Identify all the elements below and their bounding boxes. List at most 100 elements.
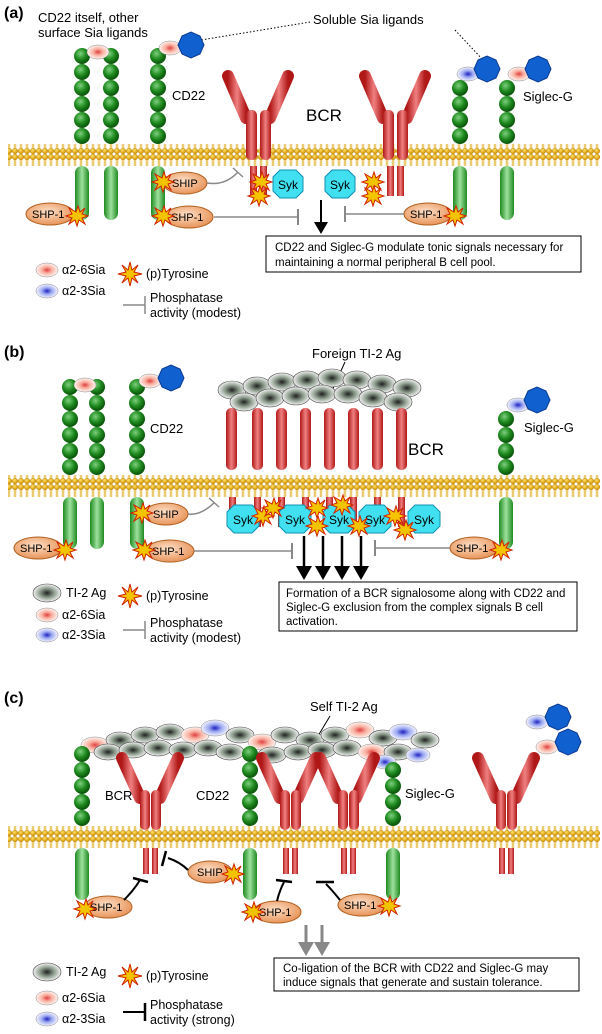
phosphotyrosine-star xyxy=(72,862,402,924)
shp1-label: SHP-1 xyxy=(410,209,442,221)
legend-tyrosine-label: (p)Tyrosine xyxy=(146,969,209,983)
bcr-label: BCR xyxy=(306,106,342,125)
syk-label: Syk xyxy=(365,513,386,527)
legend-tyrosine-label: (p)Tyrosine xyxy=(146,589,209,603)
legend-activity-label: activity (modest) xyxy=(150,306,241,320)
legend-tyrosine-icon xyxy=(117,583,143,609)
legend-ti2-swatch xyxy=(32,962,62,982)
siglec-g-molecule xyxy=(385,762,401,900)
legend-ti2-label: TI-2 Ag xyxy=(66,586,106,600)
inhibition-line xyxy=(123,879,141,901)
soluble-ligand-octagon xyxy=(544,703,572,731)
shp1-label: SHP-1 xyxy=(152,546,184,558)
legend-activity-label: activity (strong) xyxy=(150,1013,235,1027)
inhibition-line xyxy=(167,857,189,871)
syk-label: Syk xyxy=(330,178,351,192)
cell-membrane xyxy=(8,475,600,497)
bcr-receptor xyxy=(359,70,431,196)
signal-arrow-head xyxy=(314,222,328,234)
ship-label: SHIP xyxy=(172,178,198,190)
legend-a23-label: α2-3Sia xyxy=(62,284,105,298)
legend-a23-swatch xyxy=(35,627,59,643)
a26sia-ligand xyxy=(73,377,97,393)
summary-line-2: maintaining a normal peripheral B cell p… xyxy=(275,257,496,269)
bcr-receptor xyxy=(256,752,322,874)
panel-c: (c) Self TI-2 Ag xyxy=(4,690,600,1027)
legend-activity-label: activity (modest) xyxy=(150,631,241,645)
cd22-molecule xyxy=(62,379,145,549)
legend-phosphatase-label: Phosphatase xyxy=(150,998,223,1012)
cd22-label: CD22 xyxy=(150,421,183,436)
cd22-itself-label: CD22 itself, other xyxy=(38,10,139,25)
inhibition-bar xyxy=(275,878,293,884)
inhibition-bar xyxy=(232,167,244,178)
ti2-antigen-cluster xyxy=(217,368,422,412)
siglec-g-label: Siglec-G xyxy=(405,786,455,801)
siglec-g-label: Siglec-G xyxy=(524,420,574,435)
legend-a26-label: α2-6Sia xyxy=(62,263,105,277)
bcr-receptor xyxy=(314,752,380,874)
legend-a26-label: α2-6Sia xyxy=(62,991,105,1005)
panel-b: (b) Foreign TI-2 Ag CD22 xyxy=(4,344,600,645)
shp1-label: SHP-1 xyxy=(90,902,122,914)
a26sia-ligand xyxy=(158,40,182,56)
panel-a: (a) CD22 itself, other surface Sia ligan… xyxy=(4,5,600,320)
legend-a23-swatch xyxy=(35,1011,59,1027)
bcr-receptor xyxy=(472,752,540,874)
shp1-label: SHP-1 xyxy=(20,543,52,555)
soluble-sia-label: Soluble Sia ligands xyxy=(313,12,424,27)
cd22-label: CD22 xyxy=(172,88,205,103)
syk-label: Syk xyxy=(414,513,435,527)
summary-line-2: Siglec-G exclusion from the complex sign… xyxy=(286,602,543,614)
inhibition-bar xyxy=(208,497,220,508)
legend-a23-label: α2-3Sia xyxy=(62,628,105,642)
summary-box xyxy=(278,581,578,632)
self-ti2-antigen-layer xyxy=(80,719,440,770)
inhibition-line xyxy=(206,171,239,185)
summary-line-1: CD22 and Siglec-G modulate tonic signals… xyxy=(275,242,563,254)
cell-membrane xyxy=(8,144,600,166)
siglec-g-molecule xyxy=(498,411,514,549)
inhibition-bar xyxy=(132,876,149,884)
panel-c-label: (c) xyxy=(4,690,24,707)
phosphotyrosine-star xyxy=(64,170,468,228)
self-pointer-line xyxy=(317,715,331,737)
syk-kinase xyxy=(272,169,304,199)
legend-tyrosine-label: (p)Tyrosine xyxy=(146,267,209,281)
soluble-ligand-octagon xyxy=(523,386,551,414)
soluble-ligand-octagon xyxy=(473,55,501,83)
surface-sia-label: surface Sia ligands xyxy=(38,25,148,40)
inhibition-line xyxy=(187,502,215,516)
syk-label: Syk xyxy=(285,513,306,527)
syk-label: Syk xyxy=(278,178,299,192)
siglec-g-molecule xyxy=(452,80,515,220)
inhibition-bar xyxy=(160,850,168,867)
soluble-ligand-octagon xyxy=(524,55,552,83)
shp1-label: SHP-1 xyxy=(456,543,488,555)
shp1-label: SHP-1 xyxy=(344,900,376,912)
legend-ti2-label: TI-2 Ag xyxy=(66,965,106,979)
legend-tyrosine-icon xyxy=(117,261,143,287)
summary-box xyxy=(273,957,580,992)
phosphotyrosine-star xyxy=(52,493,514,562)
a26sia-ligand xyxy=(138,373,162,389)
soluble-ligand-octagon xyxy=(157,364,185,392)
inhibition-line xyxy=(325,883,341,901)
signal-arrows xyxy=(298,925,330,956)
bcr-receptor xyxy=(116,752,184,874)
self-ti2-label: Self TI-2 Ag xyxy=(310,699,378,714)
shp1-label: SHP-1 xyxy=(259,907,291,919)
summary-box xyxy=(265,235,582,273)
legend-phosphatase-label: Phosphatase xyxy=(150,291,223,305)
legend-a26-label: α2-6Sia xyxy=(62,608,105,622)
panel-b-label: (b) xyxy=(4,344,24,361)
summary-line-3: activation. xyxy=(286,616,338,628)
syk-label: Syk xyxy=(233,513,254,527)
legend-a23-swatch xyxy=(35,283,59,299)
legend-a26-swatch xyxy=(35,262,59,278)
syk-kinase xyxy=(324,169,356,199)
cd22-molecule xyxy=(74,746,258,900)
cell-membrane xyxy=(8,826,600,848)
siglec-g-label: Siglec-G xyxy=(523,89,573,104)
